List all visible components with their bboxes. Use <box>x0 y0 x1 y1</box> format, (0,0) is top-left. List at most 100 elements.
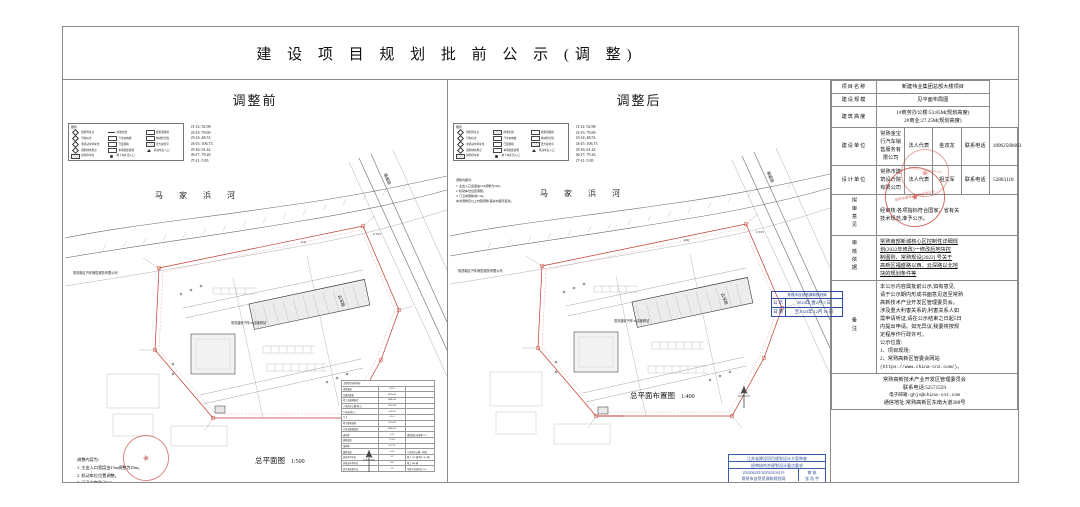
hatch-icon <box>493 129 503 135</box>
legend-item: 机动车出入口 <box>146 148 181 153</box>
adjustment-notes-after: 调整内容为: 1. 主出入口宽度由15m调整为20m。 2. 机动车位位置调整。… <box>456 178 514 204</box>
node-label-ct23: CT23 <box>756 230 764 234</box>
drawing-before: 图例 规划界址点 用地红线 规划道路线 导向标志 汽车充电桩 地块划分线 非机动… <box>63 118 447 482</box>
remark-line: 本公示内容属批前公示,如有意见, <box>880 283 956 290</box>
pane-after-heading: 调整后 <box>616 93 662 108</box>
value-height: 1#商务办公楼:53.85M(规划高度) 2#商业:27.25M(规划高度) <box>876 106 990 129</box>
car-icon <box>108 135 118 141</box>
notes-title: 调整内容为: <box>456 178 472 182</box>
label-builder-rep: 法人代表 <box>904 127 934 166</box>
legend-item: 用地红线 <box>493 129 528 135</box>
dot-icon <box>110 154 114 158</box>
table-row: 2#商业(地上)5430.00 <box>341 408 435 416</box>
notes-title: 调整内容为: <box>77 457 100 462</box>
box-icon <box>530 129 540 135</box>
drawing-after: 图例 规划界址点 用地红线 规划道路线 导向标志 汽车充电桩 地块划分线 非机动… <box>448 118 830 482</box>
remark-line: 公示位置: <box>880 340 903 347</box>
legend-item: 本期新建建筑 <box>108 147 143 153</box>
box-icon <box>493 147 503 153</box>
sheet-body: 调整前 <box>63 79 1021 482</box>
notes-item: 1. 主出入口宽度由15m调整为20m。 <box>77 465 143 471</box>
coord-line: J3-J4: 48.53 <box>576 135 596 141</box>
box-icon <box>493 141 503 147</box>
triangle-icon <box>147 148 152 152</box>
remark-line: 需申请听证,请在公示结束之日起5日 <box>880 316 962 323</box>
hatch-icon <box>145 141 155 147</box>
legend-item: 规划界址点 <box>71 128 106 137</box>
legend-item: 规划道路线 <box>145 129 181 135</box>
site-plan-after-svg <box>449 147 830 445</box>
coord-line: J6-J7: 79.26 <box>191 152 211 158</box>
legend-item: 规划道路线 <box>530 129 566 135</box>
row-footer: 常熟高新技术产业开发区管理委员会 联系电话:52571559 电子邮箱:ghjs… <box>831 372 1018 410</box>
north-arrow-icon <box>738 386 750 408</box>
node-label-c2: (J2) <box>684 238 690 242</box>
river-label: 马 家 浜 河 <box>540 189 627 198</box>
remark-line: 内提出申请。如无异议,我委将按规 <box>880 324 960 331</box>
footer-email[interactable]: 电子邮箱:ghjs@china-cnz.com <box>889 392 960 398</box>
basis-line-2: 划(2022年修改)一修改后地块控 <box>880 246 951 253</box>
approval-stamp-right-name: 张 浩 宇 <box>805 475 819 481</box>
label-designer-rep: 法人代表 <box>904 164 934 195</box>
footer-block: 常熟高新技术产业开发区管理委员会 联系电话:52571559 电子邮箱:ghjs… <box>831 372 1018 410</box>
basis-line-5: 块的规划条件等 <box>880 270 917 277</box>
adjustment-notes: 调整内容为: 1. 主出入口宽度由15m调整为20m。 2. 机动车位位置调整。… <box>77 456 158 482</box>
road-label-bottom-left: 常熟新区汽车销售服务有限公司 <box>73 271 118 275</box>
coord-line: J4-J5: 106.73 <box>191 141 213 147</box>
notes-item: 3. 门卫向南移动1.5m。 <box>456 194 487 199</box>
river-label: 马 家 浜 河 <box>155 191 242 200</box>
label-opinion: 拟审意见 <box>831 193 877 236</box>
plan-caption-text: 总平面图 <box>255 456 285 465</box>
legend-item: 绿化停车位 <box>456 153 491 159</box>
row-scale: 建设规模 见平面布局图 <box>831 93 1018 108</box>
pane-info: 项目名称 新建伟业集团总部大楼项目 建设规模 见平面布局图 建筑高度 1#商务办… <box>831 79 1021 482</box>
legend-grid: 规划界址点 用地红线 规划道路线 导向标志 汽车充电桩 地块划分线 非机动车停车… <box>71 128 181 159</box>
date-stamp-label-1: 公示 <box>772 299 786 307</box>
box-icon <box>108 141 118 147</box>
legend-item: 汽车充电桩 <box>108 135 143 141</box>
north-arrow-icon <box>363 450 375 472</box>
coordinate-list-before: J1-J2: 92.98 J2-J3: 79.69 J3-J4: 48.53 J… <box>191 124 213 164</box>
value-designer: 常熟市建筑设计院有限公司 <box>875 164 906 195</box>
legend-item: 非机动车停车位 <box>71 140 106 148</box>
table-row: 1#商务办公楼(地上)33010.00 <box>341 402 435 410</box>
project-info-table: 项目名称 新建伟业集团总部大楼项目 建设规模 见平面布局图 建筑高度 1#商务办… <box>831 79 1021 410</box>
height-line-2: 2#商业:27.25M(规划高度) <box>904 118 962 125</box>
pane-before: 调整前 <box>63 80 448 482</box>
star-icon: ★ <box>140 451 151 464</box>
legend-item: 规划界址点 <box>456 128 491 137</box>
legend-item: 地块划分线 <box>530 135 566 141</box>
value-remark: 本公示内容属批前公示,如有意见, 请于公示期内形成书面意见送至常熟 高新技术产业… <box>876 279 1018 374</box>
pane-after: 调整后 <box>448 80 831 482</box>
footer-org: 常熟高新技术产业开发区管理委员会 <box>882 376 966 383</box>
date-stamp-value-1: 2024年 壹2月 5 日 <box>796 300 832 305</box>
label-designer: 设计单位 <box>831 164 877 195</box>
date-stamp-row: 日期 至2024年 12月 16 日 <box>772 308 842 316</box>
road-label-bottom-left: 常熟新区汽车销售服务有限公司 <box>458 269 503 273</box>
box-icon <box>108 147 118 153</box>
pane-before-heading: 调整前 <box>232 93 278 108</box>
legend-grid: 规划界址点 用地红线 规划道路线 导向标志 汽车充电桩 地块划分线 非机动车停车… <box>456 128 566 159</box>
public-notice-date-stamp: 常熟市自然资源和规划局 公示 2024年 壹2月 5 日 日期 至2024年 1… <box>771 291 843 317</box>
remark-url[interactable]: (https://www.china-cnz.com/)。 <box>880 364 962 370</box>
coord-line: J2-J3: 79.69 <box>191 129 211 135</box>
coord-line: J6-J7: 79.26 <box>576 152 596 158</box>
coord-line: J5-J6: 61.42 <box>576 146 596 152</box>
road-label-bottom-right: 常熟捷安汽车4S店维修站 <box>614 319 650 323</box>
label-height: 建筑高度 <box>831 106 877 129</box>
legend-item: 导向标志 <box>71 134 106 142</box>
legend-item: 汽车充电桩 <box>493 135 528 141</box>
legend-item: 地下车库出入口 <box>493 154 528 159</box>
date-stamp-row: 公示 2024年 壹2月 5 日 <box>772 299 842 308</box>
coord-line: J3-J4: 48.53 <box>191 135 211 141</box>
legend-item: 导向标志 <box>456 134 491 142</box>
plan-scale: 1:400 <box>681 394 695 400</box>
label-basis: 审核依据 <box>831 234 877 281</box>
